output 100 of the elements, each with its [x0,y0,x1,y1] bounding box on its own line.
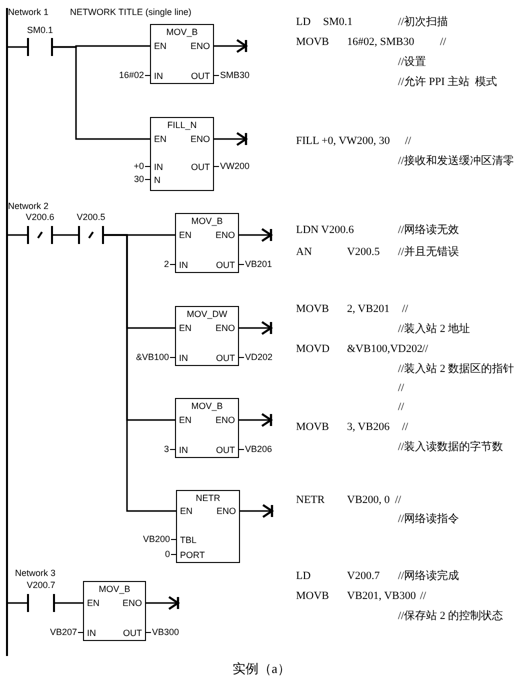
instruction-block [150,117,214,191]
pin-label: EN [154,134,167,145]
instruction-text: SM0.1 [323,16,353,29]
contact-address: V200.5 [76,212,106,223]
instruction-text: 16#02, SMB30 [347,36,414,49]
operand-label: 2 [164,259,175,270]
instruction-block [175,398,239,458]
contact-address: SM0.1 [27,25,53,36]
instruction-text: VB200, 0 [347,494,390,507]
pin-label: ENO [215,415,235,426]
operand-label: 3 [164,444,175,455]
instruction-text: V200.5 [347,246,380,259]
comment-text: //保存站 2 的控制状态 [398,610,504,623]
block-title: MOV_B [165,27,199,38]
comment-text: //装入站 2 地址 [398,323,470,336]
rung-wire [104,234,176,512]
network-label: Network 2 [8,200,49,213]
pin-label: IN [179,353,188,364]
pin-label: OUT [216,353,235,364]
block-title: NETR [194,493,222,504]
caption: 实例（a） [232,660,292,678]
instruction-text: VB201, VB300 [347,590,416,603]
comment-text: // [395,494,402,507]
normally-open-contact [27,580,55,612]
block-title: MOV_B [190,401,224,412]
pin-label: OUT [216,260,235,271]
instruction-text: NETR [296,494,325,507]
rung-wire [8,46,27,48]
block-title: MOV_B [190,216,224,227]
pin-label: PORT [180,550,205,561]
instruction-block [176,490,240,563]
pin-label: IN [87,628,96,639]
normally-open-contact [27,25,53,56]
instruction-text: MOVD [296,343,330,356]
operand-label: +0 [134,161,150,172]
network-label: Network 3 [15,567,56,580]
operand-label: SMB30 [214,70,250,81]
pin-label: EN [179,415,192,426]
pin-label: ENO [215,230,235,241]
pin-label: ENO [122,598,142,609]
pin-label: IN [179,445,188,456]
pin-label: EN [179,323,192,334]
operand-label: VB201 [239,259,272,270]
pin-label: EN [179,230,192,241]
comment-text: //网络读指令 [398,513,460,526]
instruction-block [175,213,239,273]
operand-label: 16#02 [118,70,150,81]
operand-label: VB207 [50,627,83,638]
pin-label: OUT [191,162,210,173]
operand-label: VW200 [214,161,250,172]
rung-wire [8,234,27,236]
instruction-block [175,306,239,366]
comment-text: //接收和发送缓冲区清零 [398,155,514,168]
instruction-block [150,24,214,84]
pin-label: IN [154,71,163,82]
instruction-text: 3, VB206 [347,421,390,434]
pin-label: OUT [123,628,142,639]
pin-label: EN [180,506,193,517]
comment-text: //并且无错误 [398,246,460,259]
network-label: Network 1 [8,6,49,19]
instruction-text: FILL +0, VW200, 30 [296,135,390,148]
pin-label: IN [179,260,188,271]
block-title: FILL_N [166,120,198,131]
rung-wire [53,234,78,236]
network-label: NETWORK TITLE (single line) [70,6,192,19]
rung-wire [8,602,27,604]
comment-text: //初次扫描 [398,16,448,29]
contact-address: V200.7 [26,580,56,591]
comment-text: //网络读无效 [398,224,460,237]
instruction-text: LD [296,16,311,29]
comment-text: // [422,343,428,356]
block-title: MOV_B [98,584,132,595]
comment-text: // [398,401,404,414]
comment-text: //网络读完成 [398,570,460,583]
instruction-text: MOVB [296,36,330,49]
instruction-text: MOVB [296,590,330,603]
instruction-text: &VB100,VD202 [347,343,422,356]
comment-text: // [398,382,404,395]
comment-text: //设置 [398,56,426,69]
pin-label: TBL [180,535,197,546]
operand-label: VB300 [146,627,180,638]
pin-label: ENO [190,134,210,145]
pin-label: IN [154,162,163,173]
comment-text: // [420,590,426,603]
operand-label: VB206 [239,444,272,455]
rung-wire [55,602,83,604]
pin-label: OUT [216,445,235,456]
instruction-text: AN [296,246,312,259]
instruction-text: 2, VB201 [347,303,390,316]
normally-closed-contact [78,212,104,244]
comment-text: // [402,303,408,316]
comment-text: // [405,135,412,148]
operand-label: 30 [134,174,150,185]
comment-text: //装入读数据的字节数 [398,441,504,454]
instruction-text: LD [296,570,311,583]
pin-label: ENO [190,41,210,52]
instruction-block [83,581,146,641]
pin-label: EN [87,598,100,609]
operand-label: VD202 [239,352,273,363]
operand-label: &VB100 [136,352,175,363]
